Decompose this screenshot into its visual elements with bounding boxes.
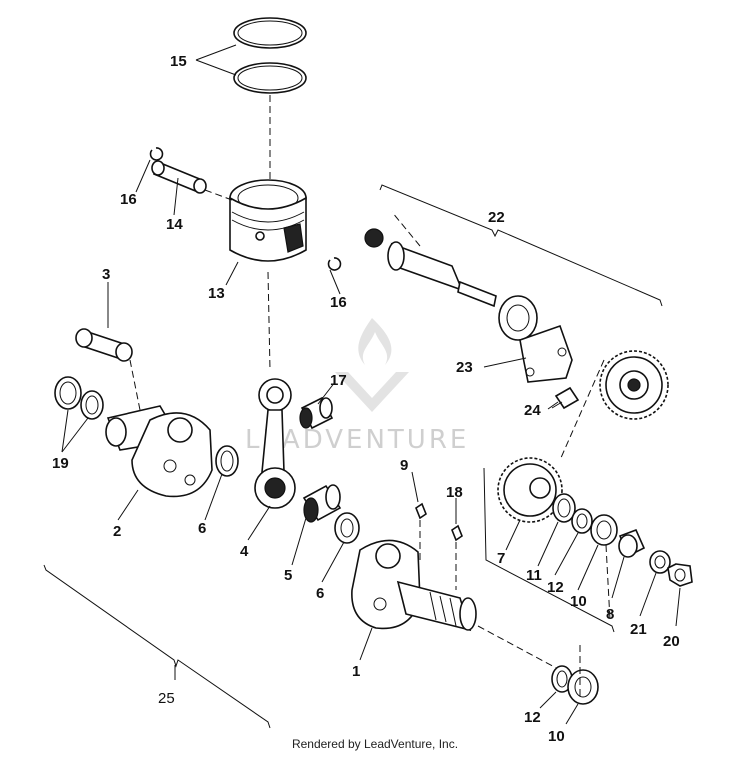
footer-credit: Rendered by LeadVenture, Inc. [291, 737, 459, 751]
callout-9: 9 [400, 457, 408, 474]
callout-14: 14 [166, 216, 183, 233]
callout-13: 13 [208, 285, 225, 302]
nut-8 [618, 528, 646, 558]
callout-24: 24 [524, 402, 541, 419]
piston-rings [233, 17, 307, 94]
drive-gear [497, 457, 563, 523]
callout-2: 2 [113, 523, 121, 540]
callout-25: 25 [158, 690, 175, 707]
callout-1: 1 [352, 663, 360, 680]
leader-lines [61, 44, 681, 725]
callout-19: 19 [52, 455, 69, 472]
watermark-flame-icon [358, 318, 392, 365]
callout-3: 3 [102, 266, 110, 283]
piston [229, 179, 307, 262]
callout-10-upper: 10 [570, 593, 587, 610]
callout-11: 11 [526, 567, 542, 584]
bolt [551, 386, 580, 410]
callout-18: 18 [446, 484, 463, 501]
big-end-bearing [302, 484, 342, 523]
callout-17: 17 [330, 372, 347, 389]
callout-12-lower: 12 [524, 709, 541, 726]
callout-16-left: 16 [120, 191, 137, 208]
callout-20: 20 [663, 633, 680, 650]
callout-21: 21 [630, 621, 647, 638]
callout-4: 4 [240, 543, 249, 560]
left-crankshaft-half [105, 405, 213, 498]
connecting-rod [254, 378, 296, 509]
callout-22: 22 [488, 209, 505, 226]
piston-pin [151, 160, 207, 194]
bracket [519, 324, 573, 383]
callout-23: 23 [456, 359, 473, 376]
callout-6-right: 6 [316, 585, 324, 602]
small-end-bearing [299, 396, 334, 430]
nut-20 [667, 563, 693, 587]
large-gear [599, 350, 669, 420]
callout-16-right: 16 [330, 294, 347, 311]
callout-10-lower: 10 [548, 728, 565, 745]
callout-7: 7 [497, 550, 505, 567]
callout-6-left: 6 [198, 520, 206, 537]
callout-5: 5 [284, 567, 292, 584]
watermark-v-icon [335, 372, 409, 412]
callout-15: 15 [170, 53, 187, 70]
callout-12-upper: 12 [547, 579, 564, 596]
crank-pin [75, 328, 133, 362]
callouts: 15 16 14 13 16 3 17 19 2 6 4 5 6 9 18 1 … [52, 53, 680, 745]
right-crankshaft-half [351, 539, 477, 632]
balancer-shaft [364, 228, 497, 308]
callout-8: 8 [606, 606, 614, 623]
